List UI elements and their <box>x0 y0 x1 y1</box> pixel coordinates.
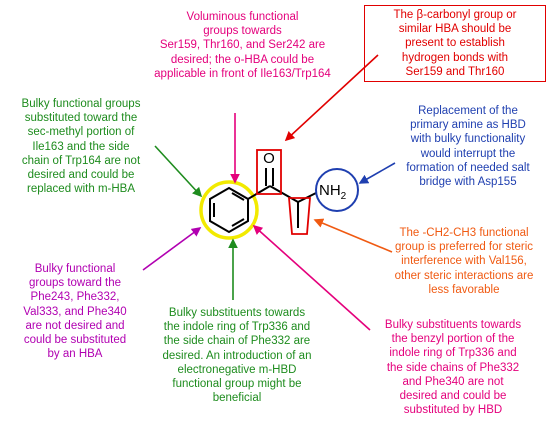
annotation-left-lower: Bulky functional groups toward the Phe24… <box>23 263 127 361</box>
benzene-highlight-circle <box>199 180 259 240</box>
phenyl-carbonyl-bond <box>247 185 271 200</box>
carbonyl-alpha-bond <box>269 185 299 203</box>
arrow-top-right <box>284 54 379 142</box>
annotation-right-upper: Replacement of the primary amine as HBD … <box>406 105 530 189</box>
annotation-left-upper: Bulky functional groups substituted towa… <box>21 98 141 196</box>
amine-label: NH2 <box>319 182 347 202</box>
amine-highlight-circle <box>315 168 359 212</box>
annotation-bottom-center: Bulky substituents towards the indole ri… <box>162 307 312 405</box>
annotation-right-middle: The -CH2-CH3 functional group is preferr… <box>394 227 534 296</box>
carbonyl-highlight-box <box>256 149 282 195</box>
arrow-left-upper <box>154 145 203 198</box>
arrow-left-lower <box>142 227 202 271</box>
arrow-right-middle <box>313 218 393 253</box>
annotation-bottom-right: Bulky substituents towards the benzyl po… <box>384 319 522 417</box>
annotation-top-right: The β-carbonyl group or similar HBA shou… <box>364 5 546 83</box>
ethyl-highlight-box <box>288 197 311 235</box>
arrow-bottom-right <box>252 224 371 331</box>
arrow-right-upper <box>358 162 396 184</box>
benzene-ring <box>209 186 249 234</box>
annotation-top-center: Voluminous functional groups towards Ser… <box>154 11 331 80</box>
oxygen-label: O <box>263 150 275 167</box>
